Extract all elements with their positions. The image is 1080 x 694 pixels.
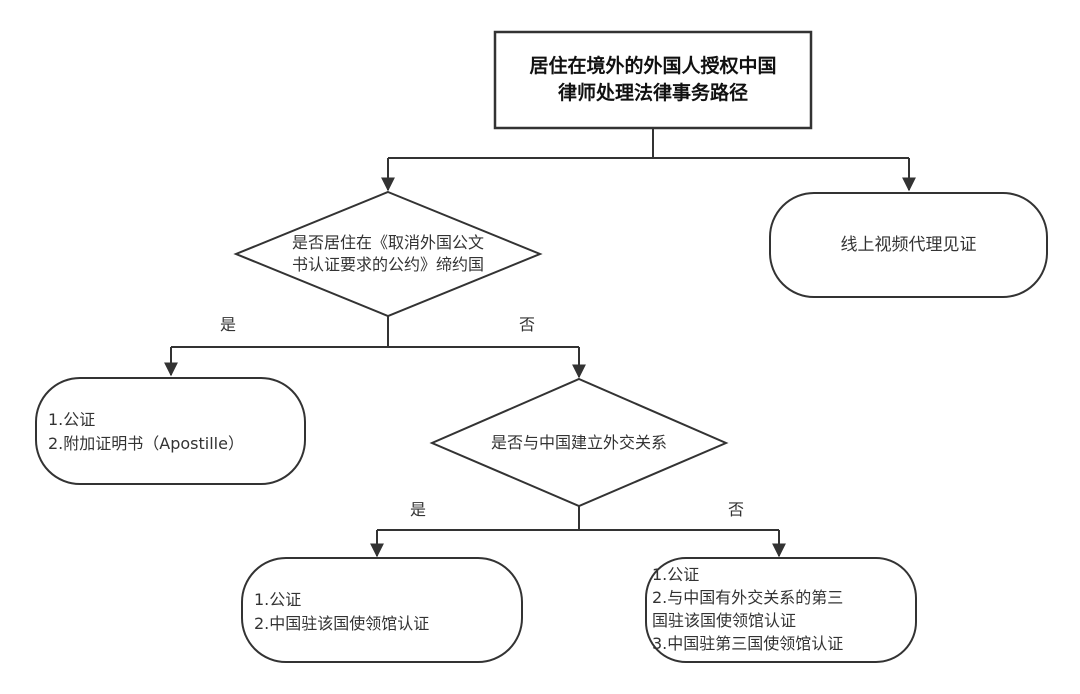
- decision1-text: 是否居住在《取消外国公文 书认证要求的公约》缔约国: [276, 232, 500, 276]
- decision2-text: 是否与中国建立外交关系: [490, 433, 667, 452]
- third-country-line-1: 1.公证: [652, 565, 700, 584]
- apostille-box: [35, 377, 306, 485]
- embassy-line-1: 1.公证: [254, 590, 302, 609]
- apostille-line-2: 2.附加证明书（Apostille）: [48, 434, 244, 453]
- online-box: [769, 192, 1048, 298]
- root-title-line-1: 居住在境外的外国人授权中国: [529, 55, 777, 77]
- embassy-box: [241, 557, 523, 663]
- apostille-line-1: 1.公证: [48, 410, 96, 429]
- label-yes-2: 是: [410, 500, 427, 519]
- third-country-line-2: 2.与中国有外交关系的第三: [652, 588, 844, 607]
- root-title: 居住在境外的外国人授权中国 律师处理法律事务路径: [495, 53, 811, 107]
- online-text: 线上视频代理见证: [840, 235, 977, 255]
- decision1-line-1: 是否居住在《取消外国公文: [291, 233, 484, 252]
- embassy-text: 1.公证 2.中国驻该国使领馆认证: [254, 588, 429, 636]
- connector-decision1-split: [171, 316, 579, 348]
- apostille-text: 1.公证 2.附加证明书（Apostille）: [48, 408, 244, 456]
- label-yes-1: 是: [220, 315, 237, 334]
- connector-root-split: [388, 128, 909, 159]
- label-no-1: 否: [519, 315, 536, 334]
- embassy-line-2: 2.中国驻该国使领馆认证: [254, 614, 430, 633]
- label-no-2: 否: [728, 500, 745, 519]
- third-country-box: [645, 557, 917, 663]
- root-title-line-2: 律师处理法律事务路径: [557, 82, 748, 104]
- connector-decision2-split: [377, 506, 779, 531]
- decision1-line-2: 书认证要求的公约》缔约国: [291, 255, 484, 274]
- root-box: [493, 30, 813, 130]
- third-country-text: 1.公证 2.与中国有外交关系的第三 国驻该国使领馆认证 3.中国驻第三国使领馆…: [652, 563, 843, 655]
- third-country-line-4: 3.中国驻第三国使领馆认证: [652, 634, 844, 653]
- third-country-line-3: 国驻该国使领馆认证: [652, 611, 797, 630]
